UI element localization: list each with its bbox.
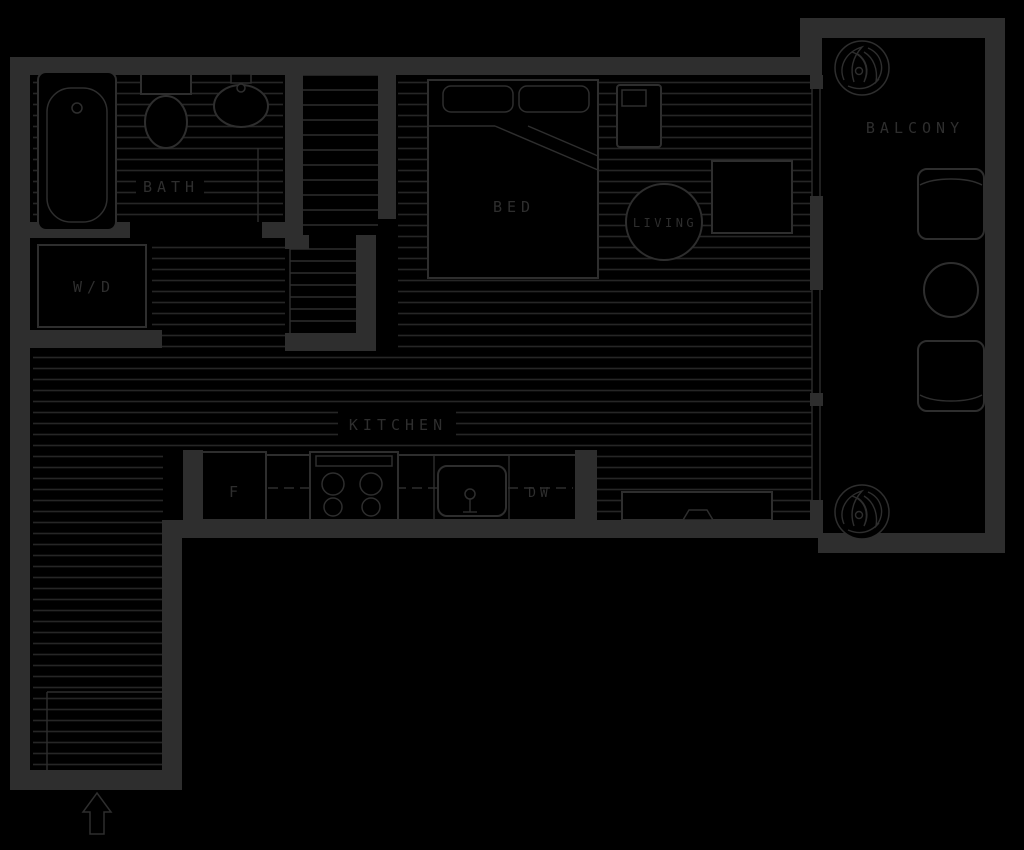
bathtub-drain: [71, 102, 83, 114]
living-label: LIVING: [633, 216, 697, 230]
burner: [323, 497, 343, 517]
plant-icon: [834, 484, 890, 540]
burner: [359, 472, 383, 496]
bath-label: BATH: [143, 178, 199, 196]
lounge-chair: [711, 160, 793, 234]
kitchen-label: KITCHEN: [349, 416, 447, 434]
bathtub-basin: [46, 87, 108, 223]
wall-counter-right-cap: [575, 450, 597, 522]
wall-closet-right-upper: [378, 57, 396, 219]
window-wall: [810, 75, 823, 533]
bathroom: BATH: [37, 71, 269, 231]
dishwasher-label: DW: [528, 486, 552, 501]
sink-faucet: [236, 83, 246, 93]
living-area: LIVING: [616, 84, 793, 521]
pillow: [518, 85, 590, 113]
balcony-door-panel: [810, 196, 823, 290]
window-mullion-top: [810, 75, 823, 89]
tv-stand: [681, 509, 715, 521]
wall-bath-right: [285, 57, 303, 235]
wall-balcony-bottom: [818, 533, 1005, 553]
wall-counter-left-cap: [183, 450, 203, 522]
balcony-label: BALCONY: [866, 119, 964, 137]
fridge-label: F: [229, 483, 243, 501]
bed-label: BED: [493, 198, 535, 216]
balcony-chair: [917, 340, 985, 412]
washer-dryer: W/D: [37, 244, 147, 328]
wall-bottom-left: [10, 770, 182, 790]
window-mullion-bottom: [810, 500, 823, 533]
wall-main-bottom: [162, 520, 820, 538]
closet-shelves-upper: [303, 74, 378, 226]
pillow: [442, 85, 514, 113]
toilet-tank: [140, 73, 192, 95]
balcony-table: [923, 262, 979, 318]
wall-balcony-corner: [800, 18, 822, 75]
wall-balcony-right: [985, 18, 1005, 553]
washer-dryer-label: W/D: [73, 278, 115, 296]
kitchen: F DW KITCHEN: [201, 408, 575, 521]
wall-corridor-right: [162, 538, 182, 790]
wall-top: [10, 57, 802, 75]
entry-corridor: [46, 691, 162, 835]
entry-arrow-icon: [81, 791, 113, 835]
wall-closet-bottom: [285, 333, 376, 351]
toilet-bowl: [144, 95, 188, 149]
armchair-cushion: [621, 89, 647, 107]
blanket-fold: [527, 125, 599, 157]
burner: [321, 472, 345, 496]
fridge: [201, 451, 267, 521]
stove-controls: [315, 455, 393, 467]
kitchen-floor: [33, 352, 398, 450]
wall-wd-bottom: [10, 330, 162, 348]
wall-bath-bottom-right: [262, 222, 303, 238]
blanket-fold: [494, 125, 599, 171]
window-mullion-mid: [810, 393, 823, 406]
wall-left: [10, 57, 30, 790]
wall-closet-right-lower: [356, 235, 376, 351]
hall-floor: [152, 243, 285, 352]
closet-shelves-lower: [289, 248, 356, 333]
bed: [427, 79, 599, 279]
kitchen-faucet: [464, 488, 476, 500]
balcony: BALCONY: [834, 40, 985, 540]
balcony-chair: [917, 168, 985, 240]
plant-icon: [834, 40, 890, 96]
living-table: [625, 183, 703, 261]
wall-balcony-top: [818, 18, 1005, 38]
entry-corridor-floor: [33, 450, 163, 770]
sink-tap: [230, 73, 252, 84]
bed-area: BED: [427, 79, 599, 279]
washer-dryer-unit: [37, 244, 147, 328]
burner: [361, 497, 381, 517]
wall-closet-stub: [285, 235, 309, 249]
